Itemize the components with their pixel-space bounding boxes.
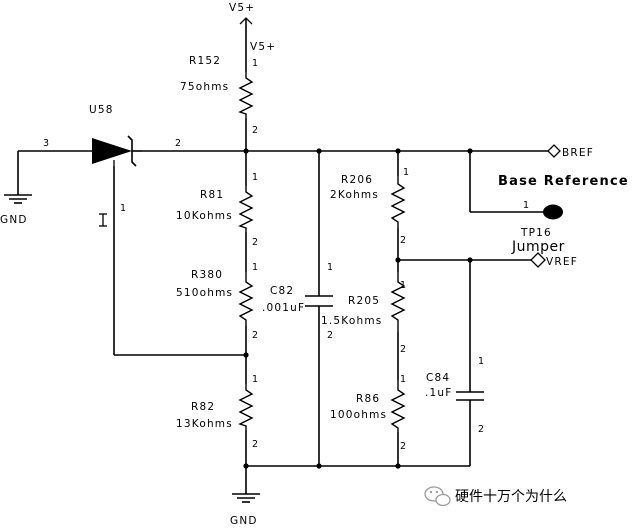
svg-text:U58: U58 — [89, 104, 114, 116]
svg-text:2Kohms: 2Kohms — [330, 189, 379, 201]
port-vref: VREF — [530, 252, 578, 268]
svg-text:.001uF: .001uF — [262, 302, 305, 314]
base-reference-title: Base Reference — [498, 174, 629, 189]
resistor-r206: R206 2Kohms 1 2 — [330, 167, 409, 246]
ground-left: GND — [0, 194, 32, 226]
resistor-r86: R86 100ohms 1 2 — [330, 374, 406, 452]
svg-text:2: 2 — [175, 138, 181, 149]
svg-text:2: 2 — [400, 441, 406, 452]
svg-text:510ohms: 510ohms — [176, 287, 233, 299]
svg-text:.1uF: .1uF — [425, 387, 453, 399]
regulator-u58: U58 3 2 1 — [43, 104, 181, 227]
svg-text:1: 1 — [523, 200, 529, 211]
svg-text:R82: R82 — [191, 401, 215, 413]
svg-text:BREF: BREF — [562, 147, 594, 159]
capacitor-c84: C84 .1uF 1 2 — [425, 356, 484, 435]
svg-text:3: 3 — [43, 138, 49, 149]
capacitor-c82: C82 .001uF 1 2 — [262, 262, 333, 341]
v5-net-label: V5+ — [250, 41, 276, 53]
svg-text:1: 1 — [252, 172, 258, 183]
svg-text:13Kohms: 13Kohms — [176, 418, 233, 430]
svg-text:2: 2 — [252, 237, 258, 248]
ground-bottom-label: GND — [230, 515, 258, 527]
svg-text:2: 2 — [252, 330, 258, 341]
svg-text:100ohms: 100ohms — [330, 409, 387, 421]
resistor-r152: R152 75ohms 1 2 — [180, 55, 258, 136]
pin-marker — [99, 213, 107, 227]
junctions — [243, 148, 473, 469]
svg-text:2: 2 — [400, 344, 406, 355]
svg-text:R380: R380 — [191, 269, 223, 281]
svg-text:VREF: VREF — [546, 256, 578, 268]
svg-text:1: 1 — [120, 203, 126, 214]
watermark: 硬件十万个为什么 — [424, 486, 567, 507]
v5-power-symbol: V5+ V5+ — [229, 2, 276, 53]
svg-text:1: 1 — [403, 167, 409, 178]
jumper-label: Jumper — [511, 239, 565, 255]
svg-text:1: 1 — [252, 58, 258, 69]
watermark-text: 硬件十万个为什么 — [455, 489, 567, 505]
ground-left-label: GND — [0, 214, 28, 226]
resistor-r82: R82 13Kohms 1 2 — [176, 374, 258, 450]
svg-text:2: 2 — [252, 125, 258, 136]
svg-text:C84: C84 — [426, 372, 450, 384]
svg-text:1: 1 — [252, 262, 258, 273]
svg-text:R81: R81 — [200, 189, 224, 201]
svg-text:1: 1 — [400, 280, 406, 291]
svg-text:10Kohms: 10Kohms — [176, 210, 233, 222]
svg-text:1.5Kohms: 1.5Kohms — [321, 315, 382, 327]
svg-text:1: 1 — [478, 356, 484, 367]
wechat-icon — [424, 486, 451, 507]
svg-text:C82: C82 — [270, 285, 294, 297]
svg-text:2: 2 — [400, 235, 406, 246]
svg-text:75ohms: 75ohms — [180, 81, 229, 93]
svg-text:R86: R86 — [356, 393, 380, 405]
svg-text:1: 1 — [252, 374, 258, 385]
port-bref: BREF — [547, 144, 594, 159]
ground-bottom: GND — [230, 493, 260, 527]
wires — [17, 18, 548, 494]
svg-text:2: 2 — [478, 424, 484, 435]
svg-text:R206: R206 — [341, 174, 373, 186]
svg-text:R152: R152 — [189, 55, 221, 67]
svg-text:2: 2 — [252, 439, 258, 450]
svg-text:R205: R205 — [348, 295, 380, 307]
svg-text:TP16: TP16 — [520, 227, 552, 239]
svg-text:2: 2 — [327, 330, 333, 341]
resistor-r205: R205 1.5Kohms 1 2 — [321, 272, 406, 355]
svg-text:1: 1 — [400, 374, 406, 385]
v5-top-label: V5+ — [229, 2, 255, 14]
testpoint-tp16: 1 TP16 Base Reference Jumper — [498, 174, 629, 255]
resistor-r380: R380 510ohms 1 2 — [176, 262, 258, 341]
svg-text:1: 1 — [327, 262, 333, 273]
resistor-r81: R81 10Kohms 1 2 — [176, 172, 258, 248]
